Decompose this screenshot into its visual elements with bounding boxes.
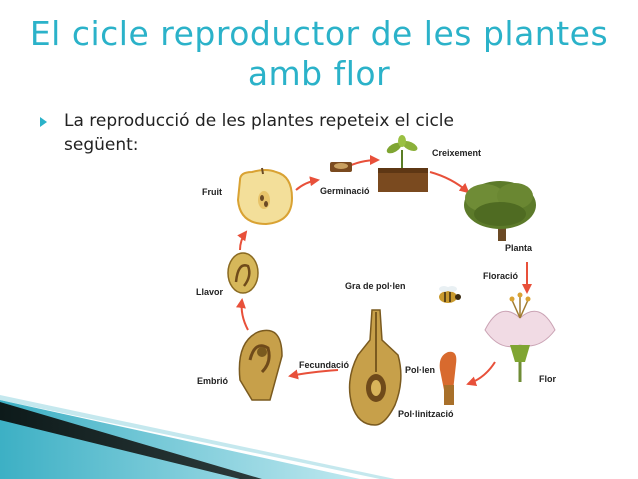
seedling-icon xyxy=(378,135,428,192)
label-pollen: Pol·len xyxy=(405,365,435,375)
arrow-llavor-fruit xyxy=(237,230,248,251)
title-line-1: El cicle reproductor de les plantes xyxy=(29,14,609,53)
flower-icon xyxy=(484,292,556,382)
label-fruit: Fruit xyxy=(202,187,222,197)
bullet-arrow-icon xyxy=(40,117,47,127)
label-fecundacio: Fecundació xyxy=(299,360,350,370)
label-germinacio: Germinació xyxy=(320,186,370,196)
arrow-fecundacio-embrio xyxy=(288,369,339,380)
label-flor: Flor xyxy=(539,374,556,384)
bullet-item: La reproducció de les plantes repeteix e… xyxy=(40,109,600,157)
label-planta: Planta xyxy=(505,243,533,253)
tree-icon xyxy=(464,181,536,241)
bee-icon xyxy=(439,286,461,303)
fruit-icon xyxy=(236,167,294,226)
title-line-2: amb flor xyxy=(247,54,391,93)
bullet-text-line-2: següent: xyxy=(64,135,139,155)
label-pollinitzacio: Pol·linització xyxy=(398,409,454,419)
slide-title: El cicle reproductor de les plantes amb … xyxy=(0,14,638,94)
embryo-icon xyxy=(238,329,283,401)
bullet-text: La reproducció de les plantes repeteix e… xyxy=(64,109,600,157)
bullet-text-line-1: La reproducció de les plantes repeteix e… xyxy=(64,111,454,131)
label-embrio: Embrió xyxy=(197,376,229,386)
decor-stripe-light xyxy=(0,395,395,479)
arrow-flor-pollen xyxy=(466,361,496,387)
label-floracio: Floració xyxy=(483,271,519,281)
decor-stripe-teal xyxy=(0,400,360,479)
ovary-pollen-tube-icon xyxy=(348,309,402,426)
germinating-seed-icon xyxy=(330,162,352,172)
label-llavor: Llavor xyxy=(196,287,224,297)
cycle-arrows xyxy=(235,155,532,387)
pollen-stigma-icon xyxy=(439,351,457,405)
label-creixement: Creixement xyxy=(432,148,481,158)
seed-icon xyxy=(227,252,259,294)
arrow-fruit-germinacio xyxy=(295,176,320,191)
arrow-embrio-llavor xyxy=(235,298,249,331)
decor-stripe-dark xyxy=(0,402,262,479)
label-gra-de-pollen: Gra de pol·len xyxy=(345,281,406,291)
arrow-creixement-planta xyxy=(429,171,470,194)
